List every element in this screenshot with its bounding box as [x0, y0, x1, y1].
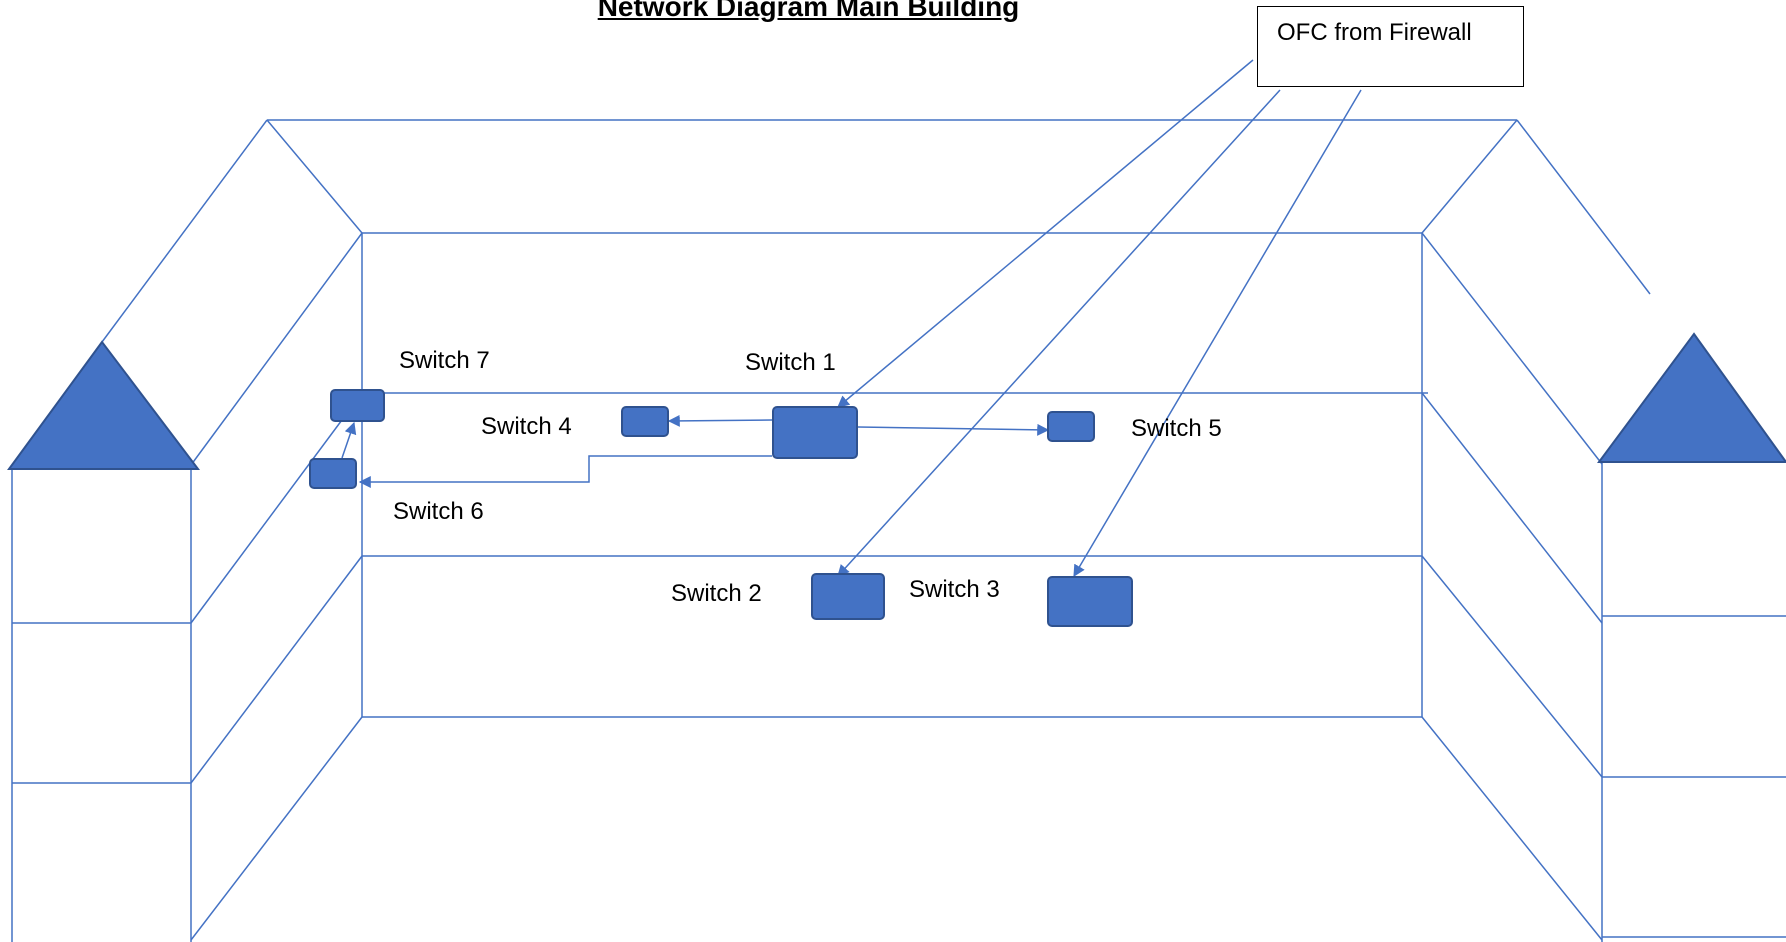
ofc-callout-label: OFC from Firewall: [1277, 19, 1472, 46]
switch-6: [309, 458, 357, 489]
switch-3-label: Switch 3: [909, 576, 1000, 603]
switch-6-label: Switch 6: [393, 498, 484, 525]
switch-7: [330, 389, 385, 422]
building-outline: [11, 119, 1786, 942]
right-tower-roof: [1597, 332, 1786, 463]
switch-4-label: Switch 4: [481, 413, 572, 440]
switch-5-label: Switch 5: [1131, 415, 1222, 442]
connections: [341, 59, 1362, 578]
switch-2: [811, 573, 885, 620]
fiber-link-switch3: [1073, 89, 1362, 578]
switch-2-label: Switch 2: [671, 580, 762, 607]
fiber-link-switch2: [837, 89, 1281, 577]
page-title: Network Diagram Main Building: [597, 0, 1020, 22]
link-switch6-switch7: [341, 421, 357, 459]
link-switch1-switch6: [358, 455, 772, 488]
ofc-callout: OFC from Firewall: [1257, 6, 1524, 87]
link-switch1-switch5: [857, 423, 1050, 436]
switch-4: [621, 406, 669, 437]
switch-7-label: Switch 7: [399, 347, 490, 374]
left-tower-roof: [7, 340, 201, 470]
switch-5: [1047, 411, 1095, 442]
link-switch1-switch4: [667, 414, 773, 427]
switch-1: [772, 406, 858, 459]
switch-3: [1047, 576, 1133, 627]
switch-1-label: Switch 1: [745, 349, 836, 376]
fiber-link-switch1: [837, 59, 1254, 408]
